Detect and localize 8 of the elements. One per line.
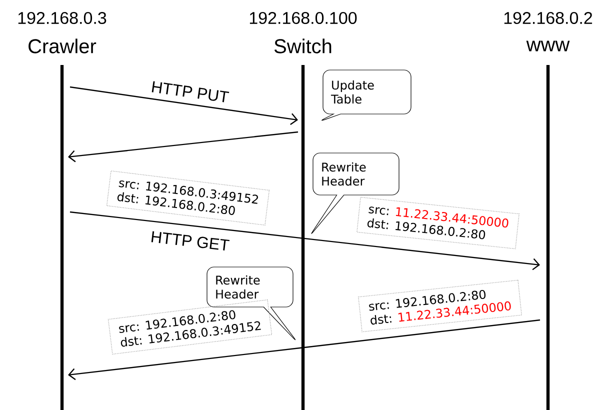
lifeline: 192.168.0.3 Crawler xyxy=(18,12,106,410)
message-arrow xyxy=(302,238,540,270)
callout-bubble: Update Table xyxy=(321,70,412,121)
message-label: HTTP PUT xyxy=(152,81,230,102)
message-arrow xyxy=(70,86,298,125)
message-arrow xyxy=(68,131,298,162)
message-arrow xyxy=(68,347,304,380)
message-label: HTTP GET xyxy=(151,231,230,250)
